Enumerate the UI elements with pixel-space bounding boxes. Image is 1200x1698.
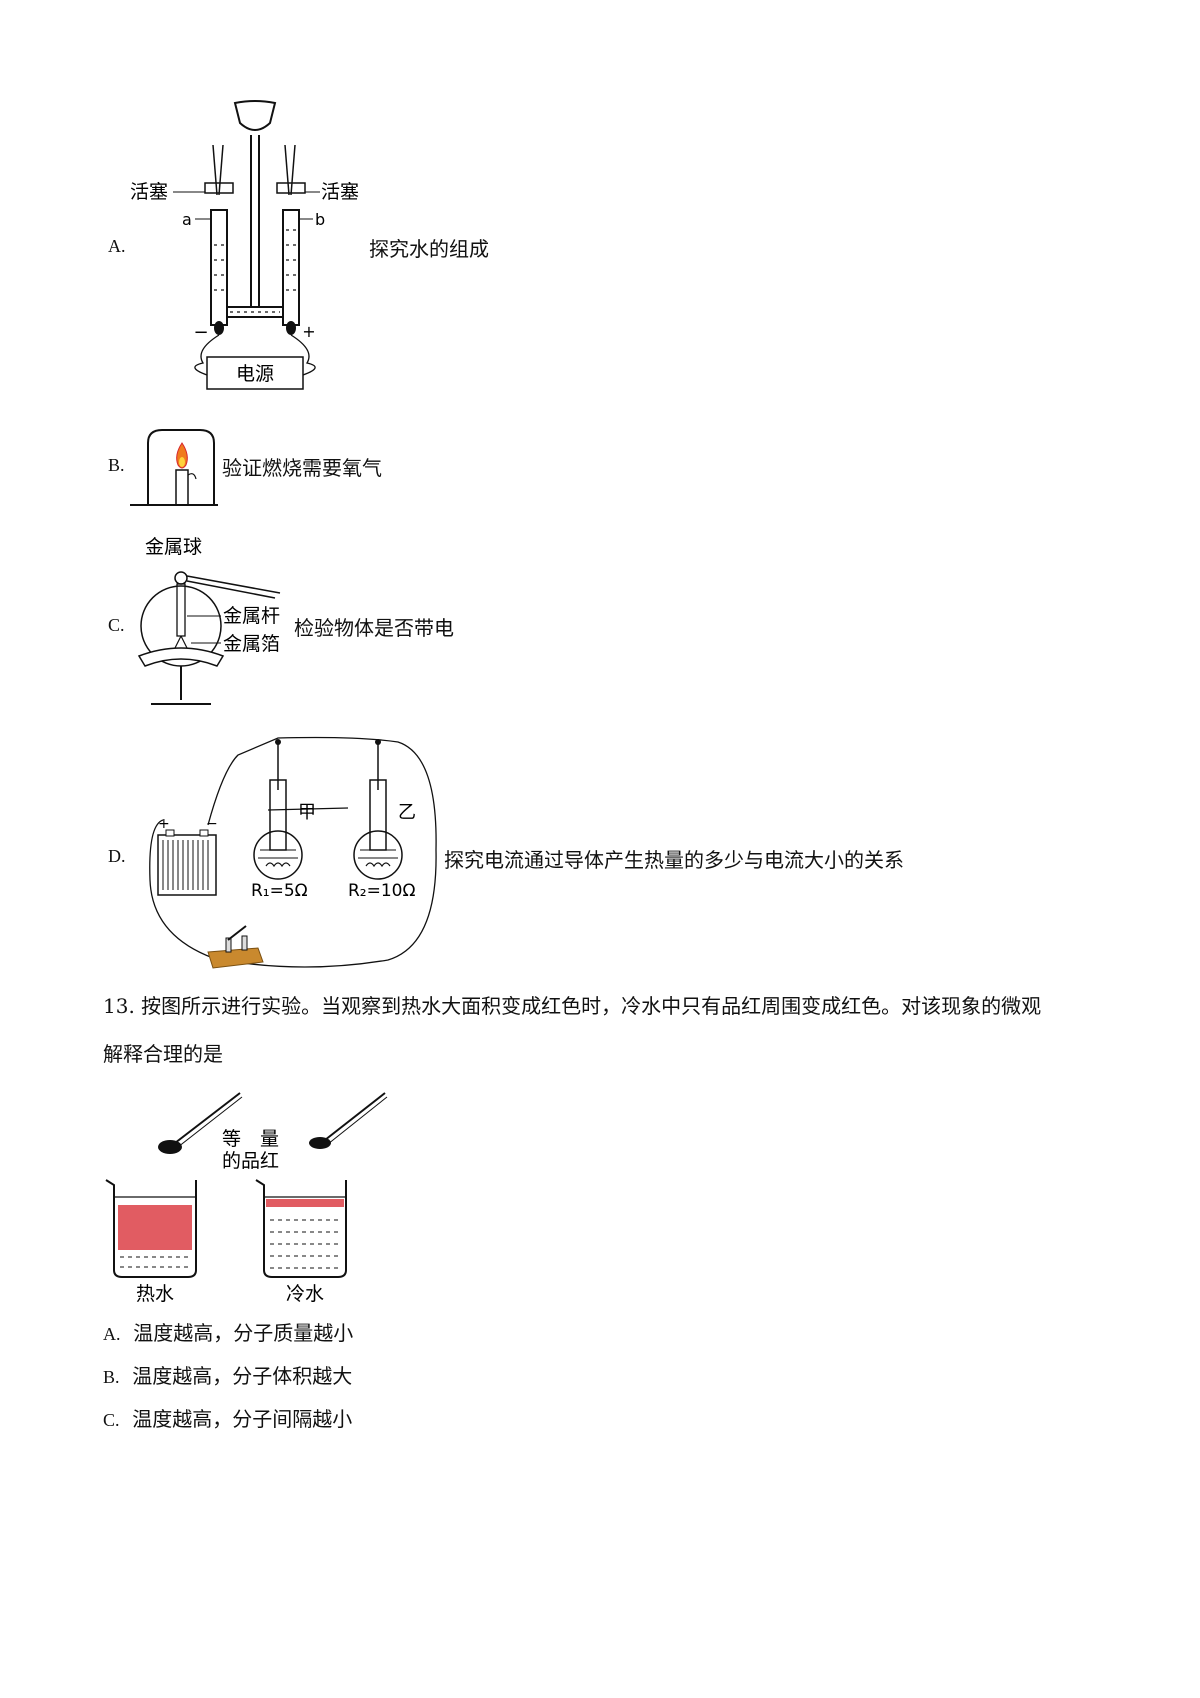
electrolysis-apparatus-figure: 电源 − + 活塞 活塞 a b bbox=[130, 100, 359, 390]
stopcock-right-label: 活塞 bbox=[321, 181, 359, 203]
flask-jia-label: 甲 bbox=[298, 802, 316, 823]
equal-char-2: 量 bbox=[260, 1128, 279, 1150]
hot-water-label: 热水 bbox=[136, 1283, 174, 1305]
option-b-letter: B. bbox=[108, 455, 125, 475]
answer-c-text: 温度越高，分子间隔越小 bbox=[132, 1407, 353, 1431]
option-c-caption: 检验物体是否带电 bbox=[294, 616, 454, 640]
power-supply-label: 电源 bbox=[236, 363, 274, 385]
metal-ball-label: 金属球 bbox=[145, 536, 202, 558]
candle-jar-figure bbox=[130, 429, 218, 506]
answer-a-letter: A. bbox=[103, 1324, 121, 1344]
option-d-letter: D. bbox=[108, 846, 126, 866]
question-13-text: 13. 按图所示进行实验。当观察到热水大面积变成红色时，冷水中只有品红周围变成红… bbox=[103, 982, 1103, 1078]
pinhong-label: 的品红 bbox=[222, 1150, 279, 1172]
option-d-caption: 探究电流通过导体产生热量的多少与电流大小的关系 bbox=[444, 848, 904, 872]
option-b-caption: 验证燃烧需要氧气 bbox=[222, 456, 382, 480]
question-line-1: 按图所示进行实验。当观察到热水大面积变成红色时，冷水中只有品红周围变成红色。对该… bbox=[141, 994, 1042, 1018]
battery-plus-label: + bbox=[158, 816, 170, 832]
answer-c-letter: C. bbox=[103, 1410, 120, 1430]
option-c-letter: C. bbox=[108, 615, 125, 635]
plus-label: + bbox=[302, 322, 315, 341]
tube-a-label: a bbox=[182, 210, 192, 229]
answer-option-b: B. 温度越高，分子体积越大 bbox=[103, 1360, 352, 1389]
tube-b-label: b bbox=[315, 210, 325, 229]
r2-label: R₂=10Ω bbox=[348, 881, 416, 901]
equal-char-1: 等 bbox=[222, 1128, 241, 1150]
minus-label: − bbox=[193, 322, 208, 343]
answer-b-text: 温度越高，分子体积越大 bbox=[132, 1364, 353, 1388]
flask-yi-label: 乙 bbox=[398, 802, 416, 823]
answer-a-text: 温度越高，分子质量越小 bbox=[133, 1321, 354, 1345]
cold-water-label: 冷水 bbox=[286, 1283, 324, 1305]
r1-label: R₁=5Ω bbox=[251, 881, 308, 901]
battery-minus-label: − bbox=[206, 816, 218, 832]
answer-option-a: A. 温度越高，分子质量越小 bbox=[103, 1317, 353, 1346]
stopcock-left-label: 活塞 bbox=[130, 181, 168, 203]
metal-rod-label: 金属杆 bbox=[223, 605, 280, 627]
option-a-caption: 探究水的组成 bbox=[369, 237, 489, 261]
joule-heat-circuit-figure: + − 甲 R₁=5Ω 乙 R₂=10Ω bbox=[149, 736, 437, 969]
option-a-letter: A. bbox=[108, 236, 126, 256]
electroscope-figure: 金属球 金属杆 金属箔 bbox=[137, 536, 281, 705]
metal-foil-label: 金属箔 bbox=[223, 633, 280, 655]
answer-b-letter: B. bbox=[103, 1367, 120, 1387]
answer-option-c: C. 温度越高，分子间隔越小 bbox=[103, 1403, 352, 1432]
question-line-2: 解释合理的是 bbox=[103, 1042, 223, 1066]
pinhong-diffusion-figure: 等 量 的品红 热水 冷水 bbox=[105, 1092, 388, 1305]
question-number: 13. bbox=[103, 994, 135, 1018]
